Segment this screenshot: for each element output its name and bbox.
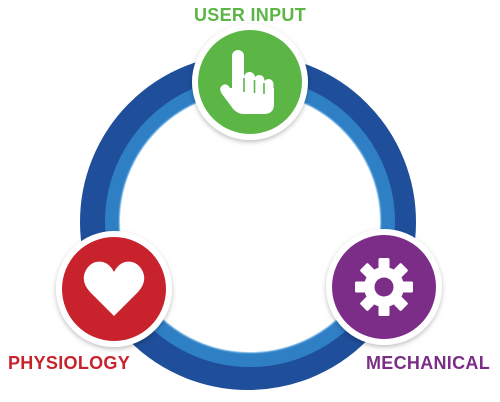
label-user-input: USER INPUT bbox=[193, 5, 306, 25]
gear-icon bbox=[355, 258, 413, 316]
heart-icon bbox=[83, 261, 145, 316]
pointing-hand-icon bbox=[220, 50, 274, 114]
label-mechanical: MECHANICAL bbox=[366, 353, 490, 373]
label-physiology: PHYSIOLOGY bbox=[8, 353, 131, 373]
node-mechanical bbox=[326, 229, 442, 345]
node-user-input bbox=[192, 24, 308, 140]
node-physiology bbox=[56, 231, 172, 347]
